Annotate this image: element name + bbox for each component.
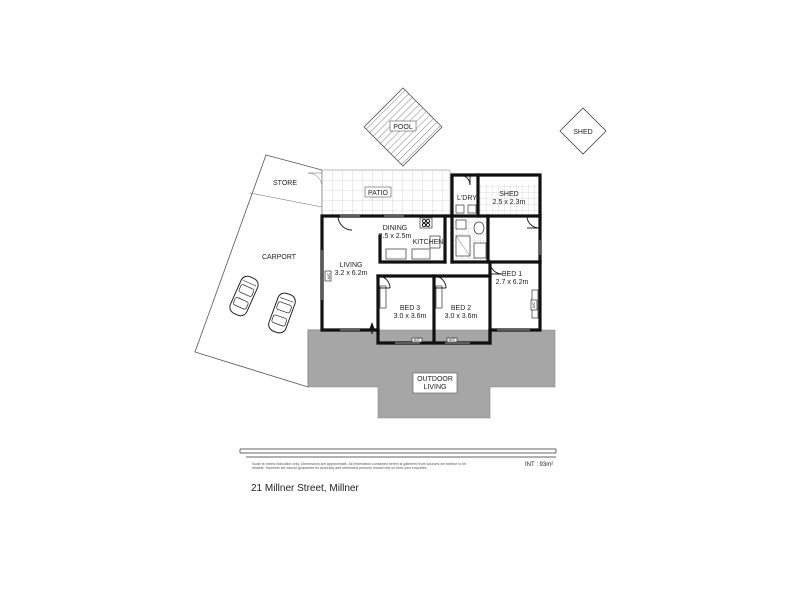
ac-bed3-label: A/C — [414, 337, 421, 342]
outside-shed: SHED — [559, 107, 607, 155]
carport-label: CARPORT — [262, 254, 297, 261]
patio-label: PATIO — [368, 190, 389, 197]
bed1-label: BED 1 — [502, 271, 522, 278]
outdoor-label: OUTDOOR — [417, 376, 453, 383]
patio: PATIO — [321, 169, 451, 217]
laundry-shed-block: L'DRY SHED 2.5 x 2.3m — [450, 173, 542, 218]
bed1-size: 2.7 x 6.2m — [496, 279, 529, 286]
living-size: 3.2 x 6.2m — [335, 270, 368, 277]
shed-label: SHED — [499, 191, 518, 198]
ac-living-label: A/C — [326, 273, 331, 280]
ac-units: A/C A/C A/C A/C — [324, 270, 538, 343]
ac-bed2-label: A/C — [449, 337, 456, 342]
bed2-label: BED 2 — [451, 305, 471, 312]
bed3-size: 3.0 x 3.6m — [394, 313, 427, 320]
shed-size: 2.5 x 2.3m — [493, 199, 526, 206]
room-labels: DINING 2.5 x 2.5m KITCHEN LIVING 3.2 x 6… — [335, 225, 529, 320]
car-icon — [229, 275, 259, 317]
store-label: STORE — [273, 180, 297, 187]
pool: POOL — [363, 87, 443, 167]
car-icon — [268, 292, 296, 334]
laundry-label: L'DRY — [457, 195, 477, 202]
windows — [321, 215, 541, 344]
disclaimer-text: Scale is metric indication only. Dimensi… — [252, 462, 467, 471]
ac-bed1-label: A/C — [531, 302, 536, 309]
kitchen-label: KITCHEN — [413, 239, 444, 246]
property-address: 21 Millner Street, Millner — [251, 483, 359, 494]
pool-label: POOL — [393, 124, 413, 131]
dining-size: 2.5 x 2.5m — [379, 233, 412, 240]
outside-shed-label: SHED — [573, 129, 592, 136]
outdoor-sub-label: LIVING — [424, 384, 447, 391]
dining-label: DINING — [383, 225, 408, 232]
living-label: LIVING — [340, 262, 363, 269]
internal-area: INT : 93m² — [525, 462, 554, 468]
bed3-label: BED 3 — [400, 305, 420, 312]
carport: STORE CARPORT — [194, 154, 323, 388]
outdoor-living: OUTDOOR LIVING — [307, 329, 556, 419]
scale-bar — [239, 448, 557, 458]
bed2-size: 3.0 x 3.6m — [445, 313, 478, 320]
